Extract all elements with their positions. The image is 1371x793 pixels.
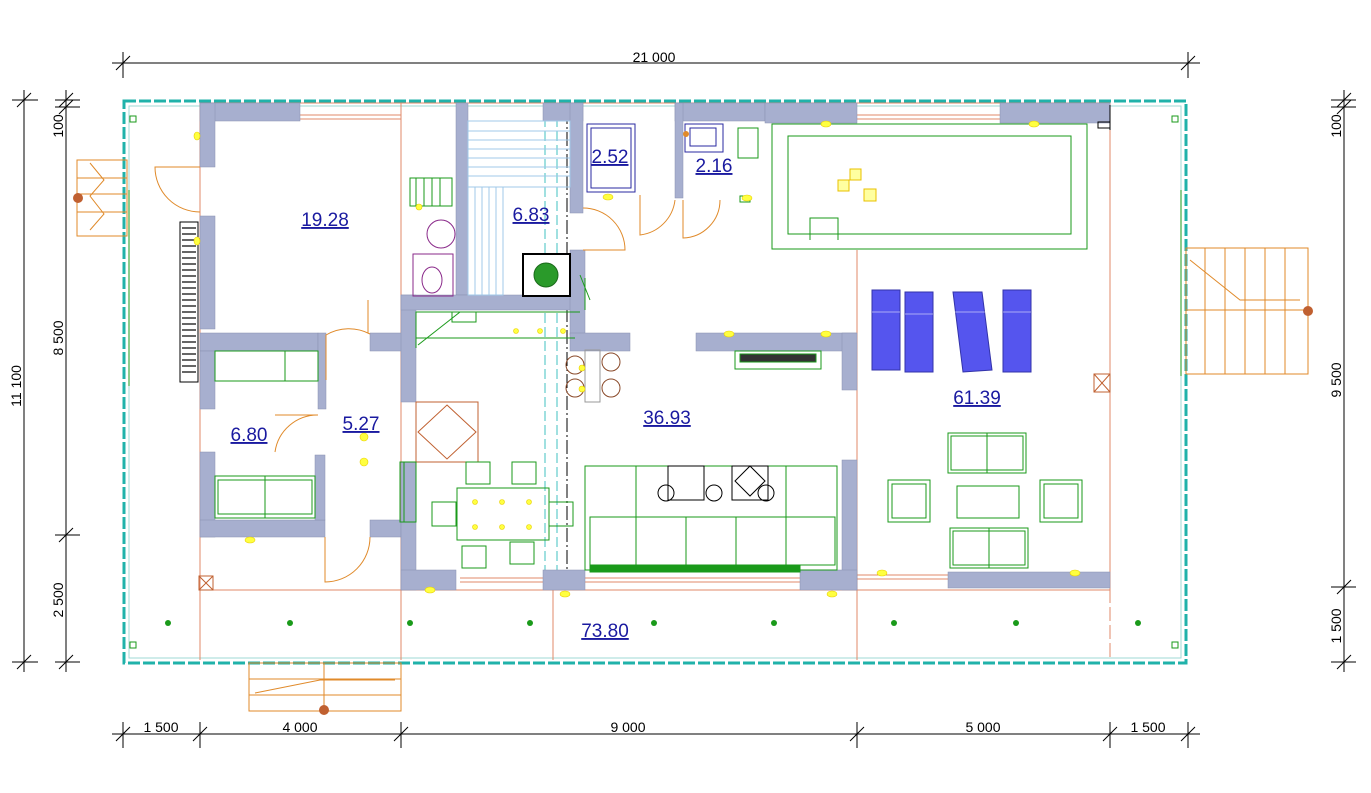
toilet-area: [409, 177, 456, 297]
bar-stools: [565, 349, 621, 403]
stairs-bottom: [248, 662, 402, 712]
radiator: [179, 221, 199, 383]
dim-bottom-4: 5 000: [965, 719, 1000, 735]
dim-bottom-2: 4 000: [282, 719, 317, 735]
terrace-heater: [198, 575, 214, 591]
loungers: [871, 289, 1032, 373]
area-pool-hall: 61.39: [953, 388, 1001, 409]
dining-set: [431, 461, 574, 569]
wall-shelf: [399, 461, 417, 523]
walls: [199, 102, 1111, 591]
stair-post-bottom: [319, 705, 329, 715]
area-wc: 2.16: [696, 156, 733, 177]
area-hall: 5.27: [343, 414, 380, 435]
sauna-stove: [522, 253, 571, 297]
terrace-border: [122, 99, 1188, 665]
living-tv-unit: [734, 350, 822, 370]
area-small-room: 6.80: [231, 425, 268, 446]
living-armchairs: [657, 465, 775, 502]
dim-left-1: 100: [50, 114, 66, 138]
dim-left-outer: 11 100: [8, 365, 24, 407]
bathtub: [586, 123, 636, 193]
dim-left-3: 2 500: [50, 582, 66, 617]
stair-post-left: [73, 193, 83, 203]
pool: [771, 105, 1111, 250]
living-sofa: [584, 465, 838, 573]
dim-top-total: 21 000: [633, 49, 676, 65]
area-terrace: 73.80: [581, 621, 629, 642]
dimension-lines: [12, 52, 1356, 748]
lounger-lines: [872, 311, 1031, 315]
doors: [154, 166, 721, 583]
sauna-benches: [467, 120, 571, 296]
dim-right-1: 100: [1328, 114, 1344, 138]
dim-right-2: 9 500: [1328, 362, 1344, 397]
stair-post-right: [1303, 306, 1313, 316]
tap-icon: [683, 131, 689, 137]
dim-right-3: 1 500: [1328, 608, 1344, 643]
pool-hall-seating: [887, 432, 1083, 569]
stairs-left: [76, 159, 128, 237]
dim-bottom-5: 1 500: [1130, 719, 1165, 735]
area-living: 36.93: [643, 408, 691, 429]
ceiling-lights: [193, 120, 1081, 598]
stairs-right: [1185, 247, 1309, 375]
outdoor-lights: [165, 620, 1141, 626]
pool-lights: [837, 168, 877, 202]
dim-left-2: 8 500: [50, 320, 66, 355]
dim-bottom-1: 1 500: [143, 719, 178, 735]
area-sauna: 6.83: [513, 205, 550, 226]
fireplace: [415, 401, 479, 463]
area-bedroom: 19.28: [301, 210, 349, 231]
dim-bottom-3: 9 000: [610, 719, 645, 735]
area-bath: 2.52: [592, 147, 629, 168]
pool-hall-heater: [1093, 373, 1111, 393]
axis-lines: [544, 103, 558, 590]
small-room-sofas: [214, 350, 319, 519]
kitchen: [415, 274, 591, 348]
